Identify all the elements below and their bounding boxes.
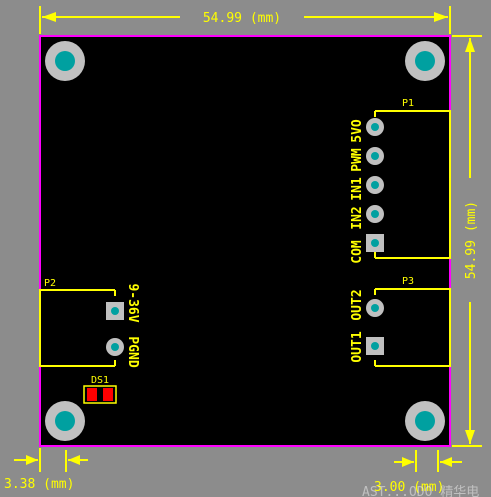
led-pad (87, 388, 97, 401)
p1-pad-square (366, 234, 384, 252)
p1-pad (366, 147, 384, 165)
connector-p2: P2 (39, 278, 124, 367)
connector-p3: P3 (366, 276, 451, 367)
p1-pad (366, 176, 384, 194)
p1-label-in2: IN2 (350, 206, 365, 229)
p2-pad (106, 338, 124, 356)
mounting-hole-top-left (45, 41, 85, 81)
dimension-bottom-right: 3.00 (mm) (374, 450, 462, 495)
p2-pad-square (106, 302, 124, 320)
mounting-hole-bottom-left (45, 401, 85, 441)
mounting-hole-bottom-right (405, 401, 445, 441)
p1-label-in1: IN1 (350, 177, 365, 201)
p2-label-pgnd: PGND (125, 336, 140, 367)
p1-label-pwm: PWM (350, 148, 365, 172)
dimension-bottom-left: 3.38 (mm) (4, 448, 88, 492)
p1-label-com: COM (350, 240, 365, 264)
p1-pad (366, 118, 384, 136)
dimension-right-label: 54.99 (mm) (464, 201, 479, 279)
p3-label-out2: OUT2 (350, 289, 365, 320)
mounting-hole-top-right (405, 41, 445, 81)
p1-pin-labels: 5VO PWM IN1 IN2 COM (350, 119, 365, 264)
dimension-top-width: 54.99 (mm) (39, 6, 451, 34)
p3-pad (366, 299, 384, 317)
watermark-text: AST...ODO 精华电 (362, 485, 479, 497)
connector-p3-ref: P3 (402, 276, 414, 287)
p3-pad-square (366, 337, 384, 355)
p3-pin-labels: OUT2 OUT1 (350, 289, 365, 362)
p3-label-out1: OUT1 (350, 331, 365, 362)
connector-p1: P1 (366, 98, 451, 259)
p2-label-9-36v: 9-36V (125, 283, 140, 322)
dimension-top-label: 54.99 (mm) (203, 11, 281, 26)
dimension-bottom-left-label: 3.38 (mm) (4, 477, 74, 492)
p1-label-5vo: 5VO (350, 119, 365, 143)
led-ds1-ref: DS1 (91, 375, 109, 386)
dimension-bottom-right-label: 3.00 (mm) (374, 480, 444, 495)
connector-p1-ref: P1 (402, 98, 414, 109)
dimension-right-height: 54.99 (mm) (452, 35, 482, 447)
connector-p2-ref: P2 (44, 278, 56, 289)
led-ds1: DS1 (83, 375, 117, 404)
p2-pin-labels: 9-36V PGND (125, 283, 140, 367)
led-pad (103, 388, 113, 401)
p1-pad (366, 205, 384, 223)
